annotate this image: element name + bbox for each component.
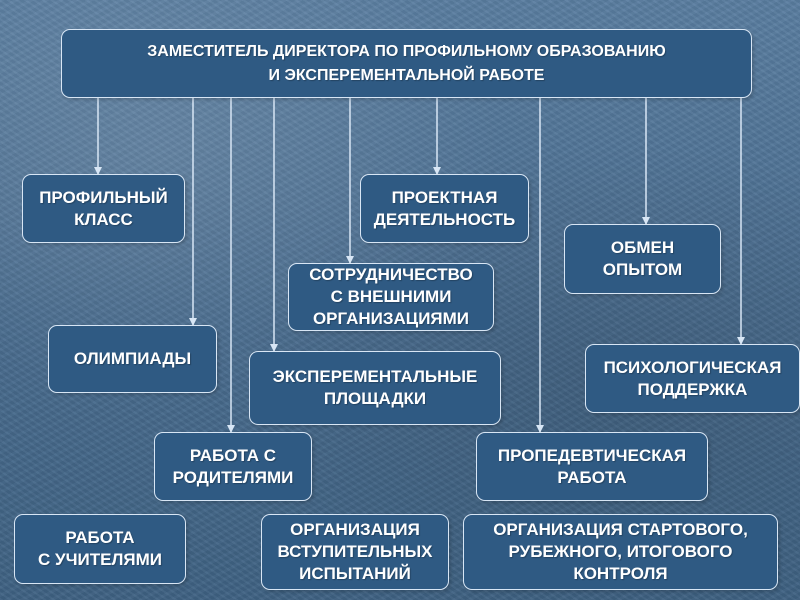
cooperation-label: СОТРУДНИЧЕСТВО С ВНЕШНИМИ ОРГАНИЗАЦИЯМИ (309, 265, 473, 328)
profile-class-box: ПРОФИЛЬНЫЙ КЛАСС (22, 174, 185, 243)
project-activity-box: ПРОЕКТНАЯ ДЕЯТЕЛЬНОСТЬ (360, 174, 529, 243)
propaedeutic-box: ПРОПЕДЕВТИЧЕСКАЯ РАБОТА (476, 432, 708, 501)
profile-class-label: ПРОФИЛЬНЫЙ КЛАСС (39, 187, 168, 229)
propaedeutic-label: ПРОПЕДЕВТИЧЕСКАЯ РАБОТА (497, 445, 687, 487)
psychological-support-label: ПСИХОЛОГИЧЕСКАЯ ПОДДЕРЖКА (603, 357, 782, 399)
deputy-director-box: ЗАМЕСТИТЕЛЬ ДИРЕКТОРА ПО ПРОФИЛЬНОМУ ОБР… (61, 29, 752, 98)
olympiads-label: ОЛИМПИАДЫ (73, 349, 192, 368)
parents-label: РАБОТА С РОДИТЕЛЯМИ (172, 445, 294, 487)
entrance-tests-box: ОРГАНИЗАЦИЯ ВСТУПИТЕЛЬНЫХ ИСПЫТАНИЙ (261, 514, 449, 590)
cooperation-box: СОТРУДНИЧЕСТВО С ВНЕШНИМИ ОРГАНИЗАЦИЯМИ (288, 263, 494, 331)
entrance-tests-label: ОРГАНИЗАЦИЯ ВСТУПИТЕЛЬНЫХ ИСПЫТАНИЙ (277, 520, 433, 583)
experience-exchange-label: ОБМЕН ОПЫТОМ (602, 238, 683, 279)
deputy-director-label: ЗАМЕСТИТЕЛЬ ДИРЕКТОРА ПО ПРОФИЛЬНОМУ ОБР… (147, 42, 666, 84)
experimental-sites-label: ЭКСПЕРЕМЕНТАЛЬНЫЕ ПЛОЩАДКИ (272, 367, 478, 408)
teachers-box: РАБОТА С УЧИТЕЛЯМИ (14, 514, 186, 584)
parents-box: РАБОТА С РОДИТЕЛЯМИ (154, 432, 312, 501)
olympiads-box: ОЛИМПИАДЫ (48, 325, 217, 393)
control-label: ОРГАНИЗАЦИЯ СТАРТОВОГО, РУБЕЖНОГО, ИТОГО… (493, 520, 748, 583)
control-box: ОРГАНИЗАЦИЯ СТАРТОВОГО, РУБЕЖНОГО, ИТОГО… (463, 514, 778, 590)
teachers-label: РАБОТА С УЧИТЕЛЯМИ (38, 528, 162, 569)
project-activity-label: ПРОЕКТНАЯ ДЕЯТЕЛЬНОСТЬ (373, 187, 516, 229)
experimental-sites-box: ЭКСПЕРЕМЕНТАЛЬНЫЕ ПЛОЩАДКИ (249, 351, 501, 425)
psychological-support-box: ПСИХОЛОГИЧЕСКАЯ ПОДДЕРЖКА (585, 344, 800, 413)
experience-exchange-box: ОБМЕН ОПЫТОМ (564, 224, 721, 294)
